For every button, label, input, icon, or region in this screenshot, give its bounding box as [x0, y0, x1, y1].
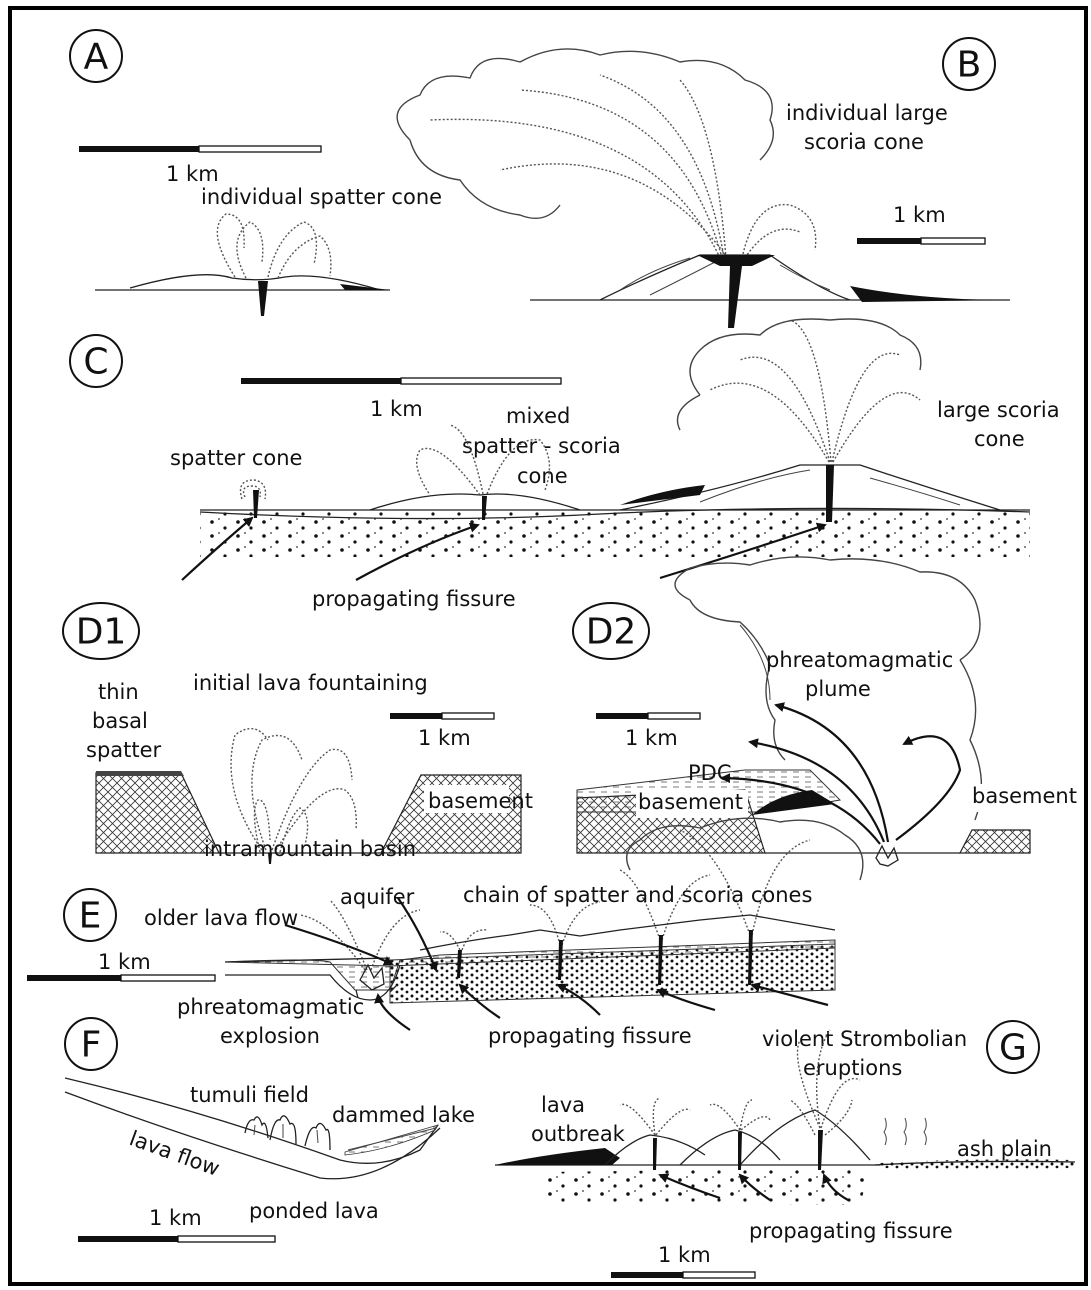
panel-c: C 1 km spatter cone mixed spatter - scor…	[70, 319, 1060, 611]
panel-c-scale-label: 1 km	[370, 397, 423, 421]
panel-d1-thin-line2: basal	[92, 709, 148, 733]
panel-g-violent-line1: violent Strombolian	[762, 1027, 967, 1051]
panel-g-outbreak-line2: outbreak	[531, 1122, 626, 1146]
panel-f-ponded-label: ponded lava	[249, 1199, 379, 1223]
panel-e-chain-label: chain of spatter and scoria cones	[463, 883, 812, 907]
panel-d2-scale-label: 1 km	[625, 726, 678, 750]
panel-b-scale-bar	[857, 238, 985, 244]
panel-c-spatter-label: spatter cone	[170, 446, 302, 470]
panel-e-aquifer-label: aquifer	[340, 885, 415, 909]
panel-d2: D2 1 km phreatomagmatic	[573, 557, 1084, 866]
panel-e-letter: E	[79, 896, 102, 937]
panel-f-lavaflow-label: lava flow	[126, 1126, 222, 1181]
panel-b-plume	[397, 49, 816, 258]
panel-a-scale-label: 1 km	[166, 162, 219, 186]
panel-d2-basement-right: basement	[972, 784, 1077, 808]
panel-f-tumuli-label: tumuli field	[190, 1083, 309, 1107]
panel-e-older-label: older lava flow	[144, 906, 298, 930]
panel-g: G violent Strombolian eruptions lava out…	[495, 1021, 1075, 1278]
panel-g-scale-label: 1 km	[658, 1243, 711, 1267]
panel-b-scale-label: 1 km	[893, 203, 946, 227]
panel-g-outbreak-line1: lava	[541, 1093, 585, 1117]
panel-d2-letter: D2	[586, 612, 637, 653]
panel-b: B individual large scoria cone 1 km	[397, 38, 1010, 328]
panel-c-scale-bar	[241, 378, 561, 384]
panel-e-scale-label: 1 km	[98, 950, 151, 974]
panel-a-scale-bar	[79, 146, 321, 152]
panel-d2-plume-line2: plume	[805, 677, 871, 701]
panel-f-scale-label: 1 km	[149, 1206, 202, 1230]
panel-d2-scale-bar	[596, 713, 700, 719]
panel-c-mixed-line1: mixed	[506, 404, 570, 428]
panel-d1-basement-label: basement	[428, 789, 533, 813]
panel-d1-scale-label: 1 km	[418, 726, 471, 750]
panel-d1-thin-line3: spatter	[86, 738, 162, 762]
panel-d1-fountaining-label: initial lava fountaining	[193, 671, 428, 695]
panel-c-fissure-label: propagating fissure	[312, 587, 516, 611]
panel-g-fissure-label: propagating fissure	[749, 1219, 953, 1243]
panel-d2-plume-line1: phreatomagmatic	[766, 648, 953, 672]
panel-f-scale-bar	[78, 1236, 275, 1242]
panel-d1-letter: D1	[76, 612, 127, 653]
panel-f-letter: F	[81, 1025, 102, 1066]
panel-d1: D1 thin basal spatter initial lava fount…	[63, 603, 533, 864]
panel-c-letter: C	[83, 342, 108, 383]
panel-g-scale-bar	[611, 1272, 755, 1278]
panel-e-fissure-label: propagating fissure	[488, 1024, 692, 1048]
panel-g-letter: G	[999, 1028, 1027, 1069]
panel-c-large-line2: cone	[974, 427, 1025, 451]
panel-e-explosion-line2: explosion	[220, 1024, 320, 1048]
panel-c-mixed-line3: cone	[517, 464, 568, 488]
panel-d1-thin-line1: thin	[98, 680, 139, 704]
panel-c-large-line1: large scoria	[937, 398, 1060, 422]
panel-f-lake-label: dammed lake	[332, 1103, 475, 1127]
panel-g-ash-label: ash plain	[957, 1137, 1052, 1161]
panel-b-label-line1: individual large	[786, 101, 948, 125]
panel-c-mixed-line2: spatter - scoria	[462, 434, 621, 458]
panel-e-explosion-line1: phreatomagmatic	[177, 995, 364, 1019]
panel-b-letter: B	[957, 45, 982, 86]
panel-e-scale-bar	[27, 975, 215, 981]
panel-d1-basin-label: intramountain basin	[204, 837, 416, 861]
panel-a-cone-label: individual spatter cone	[201, 185, 442, 209]
panel-b-label-line2: scoria cone	[804, 130, 924, 154]
panel-d2-basement-left: basement	[638, 790, 743, 814]
panel-f: F tumuli field dammed lake lava flow pon…	[65, 1018, 475, 1242]
panel-d2-pdc-label: PDC	[688, 761, 732, 785]
panel-a-letter: A	[84, 37, 109, 78]
panel-d1-scale-bar	[390, 713, 494, 719]
panel-a-spatter-cone	[95, 214, 390, 316]
panel-b-scoria-cone	[530, 255, 1010, 328]
panel-a: A 1 km individual spatter cone	[70, 30, 442, 316]
